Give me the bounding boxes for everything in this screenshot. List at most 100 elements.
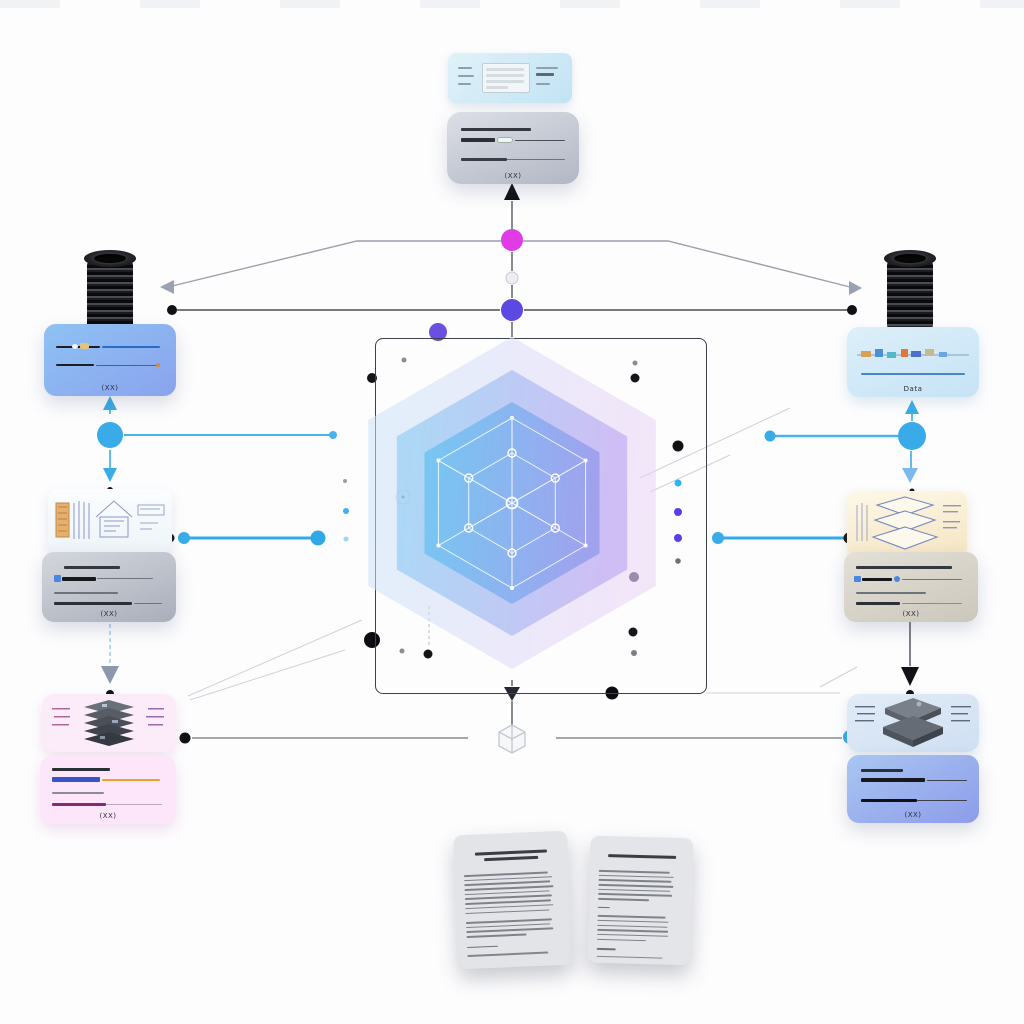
- right-tray-card[interactable]: [847, 491, 967, 557]
- tray-stack-illustration: [856, 496, 961, 550]
- spec-caption: (XX): [504, 172, 522, 180]
- spec-chip: [497, 137, 513, 143]
- coil-stack-icon: [84, 250, 136, 332]
- db-amber-chip: [80, 343, 89, 349]
- preview-right-line: [536, 83, 550, 85]
- document-page-1[interactable]: [453, 830, 573, 970]
- coil-stack-icon: [884, 250, 936, 332]
- magenta-node-dot[interactable]: [501, 229, 523, 251]
- right-data-card[interactable]: Data: [847, 327, 979, 397]
- preview-right-line: [536, 73, 554, 76]
- right-hub-circle[interactable]: [898, 422, 926, 450]
- slider-fill: [62, 577, 96, 581]
- spec-slider-track: [507, 159, 565, 161]
- lattice-nodes: [436, 416, 588, 590]
- left-summary-card[interactable]: (XX): [40, 756, 176, 824]
- left-bus-terminal-dot: [167, 305, 177, 315]
- progress-track: [106, 804, 162, 805]
- left-branch-end-dot: [329, 431, 337, 439]
- left-chipstack-card[interactable]: [42, 694, 176, 752]
- up-arrow-icon: [504, 183, 520, 200]
- db-line: [56, 346, 100, 348]
- right-black-down-arrow-icon: [901, 667, 919, 686]
- purple-node-dot[interactable]: [501, 299, 523, 321]
- left-up-arrow-icon: [103, 396, 117, 410]
- right-summary-card[interactable]: (XX): [847, 755, 979, 823]
- preview-right-line: [536, 67, 558, 69]
- preview-left-line: [458, 75, 474, 77]
- right-layers-card[interactable]: [847, 694, 979, 752]
- right-bus-blue-dot: [712, 532, 724, 544]
- left-down-arrow-icon: [103, 468, 117, 482]
- right-fan-arrowhead-icon: [849, 281, 862, 295]
- summary-caption: (XX): [99, 812, 117, 820]
- rule: [134, 603, 162, 604]
- spec-rule: [515, 140, 565, 142]
- summary-link[interactable]: [52, 777, 100, 782]
- slider-fill: [862, 578, 892, 581]
- summary-caption: (XX): [904, 811, 922, 819]
- blue-chip: [854, 576, 861, 582]
- purple-top-dot: [429, 323, 447, 341]
- left-gray-down-arrow-icon: [101, 666, 119, 684]
- db-white-chip: [72, 344, 78, 349]
- top-fan-connectors: [167, 240, 851, 288]
- slider-track: [902, 579, 962, 581]
- pipeline-illustration: [857, 349, 969, 358]
- right-bus-terminal-dot: [847, 305, 857, 315]
- purple-progress: [52, 803, 106, 806]
- rule: [927, 780, 967, 781]
- db-line: [56, 364, 94, 366]
- left-spec-card[interactable]: (XX): [42, 552, 176, 622]
- sub-line: [52, 792, 104, 794]
- preview-left-line: [458, 67, 472, 69]
- orange-rule: [102, 779, 160, 781]
- black-progress: [861, 799, 917, 802]
- rule: [902, 603, 962, 604]
- table-preview-card[interactable]: [448, 53, 572, 103]
- db-blue-rule: [102, 346, 160, 348]
- baseline-left-dot: [179, 732, 191, 744]
- right-spec-card[interactable]: (XX): [844, 552, 978, 622]
- summary-title: [52, 768, 110, 771]
- right-branch-end-dot: [764, 430, 776, 442]
- progress-track: [917, 800, 967, 801]
- sub-line: [54, 592, 118, 594]
- chip-stack-illustration: [52, 700, 164, 746]
- blueprint-illustration: [55, 500, 165, 539]
- summary-title: [861, 778, 925, 782]
- data-caption: Data: [903, 385, 923, 393]
- left-fan-arrowhead-icon: [160, 280, 174, 294]
- cube-wireframe-icon: [498, 724, 526, 754]
- layer-stack-illustration: [855, 698, 971, 747]
- preview-left-line: [458, 83, 471, 85]
- spec-bold-line: [461, 138, 495, 142]
- hexagon-core[interactable]: [360, 332, 660, 677]
- left-hub-circle[interactable]: [97, 422, 123, 448]
- blue-chip: [54, 575, 61, 582]
- summary-kicker: [861, 769, 903, 772]
- slider-track: [97, 578, 153, 580]
- dark-line: [54, 602, 132, 605]
- db-caption: (XX): [101, 384, 119, 392]
- document-page-2[interactable]: [587, 835, 694, 966]
- left-bus-big-dot[interactable]: [310, 530, 326, 546]
- top-edge-smudge: [0, 0, 1024, 8]
- spec-title-line: [461, 128, 531, 131]
- db-orange-dot: [156, 363, 160, 367]
- white-node-dot[interactable]: [505, 271, 519, 285]
- spec-caption: (XX): [902, 610, 920, 618]
- left-blueprint-card[interactable]: [48, 489, 172, 553]
- spec-title-line: [64, 566, 120, 569]
- dark-line: [856, 602, 900, 605]
- spec-slider-fill: [461, 158, 507, 161]
- sub-line: [856, 592, 926, 594]
- top-spec-card[interactable]: (XX): [447, 112, 579, 184]
- down-arrow-icon: [504, 687, 520, 701]
- blue-handle: [894, 576, 900, 582]
- left-db-card[interactable]: (XX): [44, 324, 176, 396]
- spec-caption: (XX): [100, 610, 118, 618]
- left-bus-blue-dot: [178, 532, 190, 544]
